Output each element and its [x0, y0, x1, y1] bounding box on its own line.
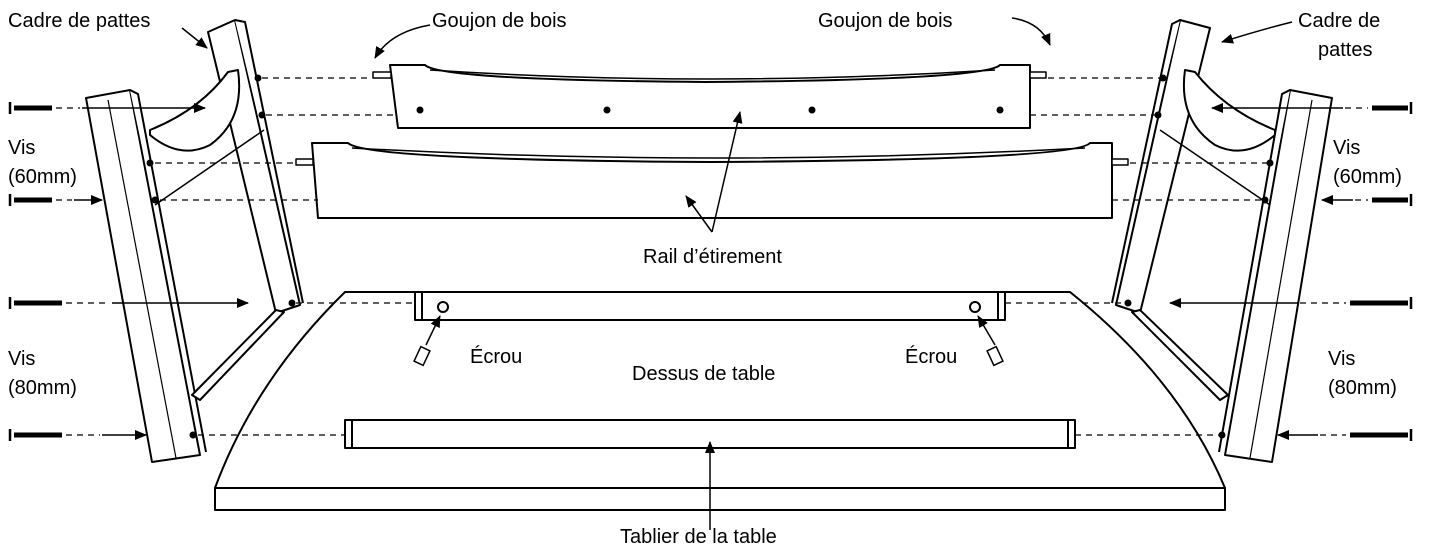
leg-frame-left-front	[85, 89, 285, 463]
label-screw-60-left-1: Vis	[8, 137, 35, 159]
apron-back	[414, 291, 1006, 321]
arrows	[74, 17, 1353, 530]
label-stretcher-rail: Rail d’étirement	[643, 246, 782, 268]
leg-frame-right-front	[1131, 89, 1333, 463]
labels: Cadre de pattes Cadre de pattes Goujon d…	[8, 10, 1402, 547]
stretcher-rail-front	[295, 142, 1129, 219]
label-screw-80-right-2: (80mm)	[1328, 377, 1397, 399]
label-screw-80-left-2: (80mm)	[8, 377, 77, 399]
alignment-lines	[155, 77, 1270, 436]
leg-frame-right-back	[1111, 19, 1276, 314]
label-screw-60-left-2: (60mm)	[8, 166, 77, 188]
screws	[8, 102, 1413, 441]
stretcher-rail-back	[372, 64, 1047, 129]
tabletop	[214, 291, 1226, 511]
label-nut-left: Écrou	[470, 345, 522, 368]
label-apron: Tablier de la table	[620, 526, 777, 547]
label-screw-80-right-1: Vis	[1328, 348, 1355, 370]
apron-front	[344, 419, 1076, 449]
label-leg-frame-left: Cadre de pattes	[8, 10, 150, 32]
label-leg-frame-right-1: Cadre de	[1298, 10, 1380, 32]
label-screw-60-right-1: Vis	[1333, 137, 1360, 159]
label-screw-80-left-1: Vis	[8, 348, 35, 370]
label-dowel-right: Goujon de bois	[818, 10, 953, 32]
leg-frame-left-back	[149, 19, 304, 314]
label-screw-60-right-2: (60mm)	[1333, 166, 1402, 188]
label-tabletop: Dessus de table	[632, 363, 775, 385]
label-leg-frame-right-2: pattes	[1318, 39, 1372, 61]
label-dowel-left: Goujon de bois	[432, 10, 567, 32]
nuts	[413, 345, 1004, 367]
label-nut-right: Écrou	[905, 345, 957, 368]
